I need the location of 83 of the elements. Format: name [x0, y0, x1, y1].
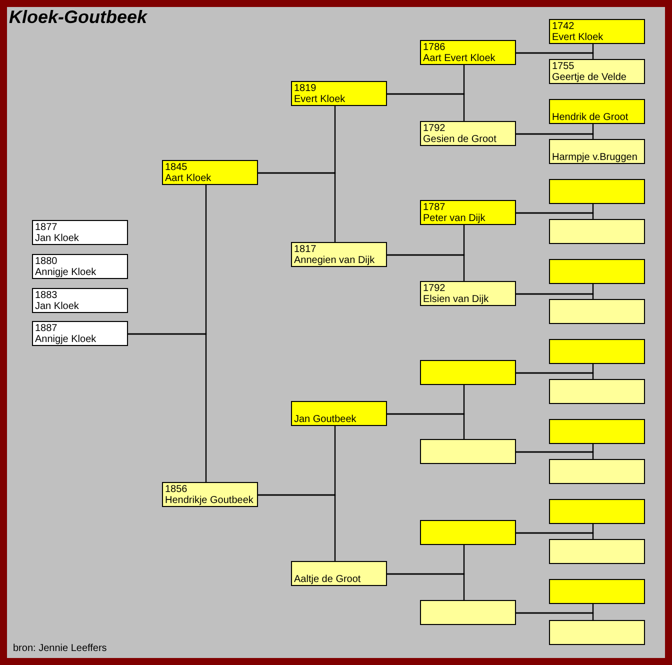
person-box — [549, 19, 645, 44]
person-name: Geertje de Velde — [552, 72, 628, 83]
empty-person-box — [549, 299, 645, 324]
connector-line — [387, 93, 465, 121]
person-box — [549, 99, 645, 124]
person-name: Jan Goutbeek — [294, 414, 358, 425]
person-box — [549, 59, 645, 84]
connector-line — [516, 532, 594, 539]
connector-line — [516, 212, 594, 219]
birth-year: 1817 — [294, 244, 318, 255]
person-name: Hendrikje Goutbeek — [165, 495, 254, 506]
connector-line — [128, 333, 207, 482]
person-box — [420, 200, 516, 225]
empty-person-box — [420, 439, 516, 464]
connector-line — [387, 254, 465, 281]
person-box — [32, 321, 128, 346]
person-name: Annegien van Dijk — [294, 255, 376, 266]
empty-person-box — [549, 339, 645, 364]
empty-person-box — [549, 179, 645, 204]
birth-year: 1877 — [35, 222, 58, 233]
connector-line — [516, 293, 594, 299]
person-name: Annigje Kloek — [35, 334, 98, 345]
person-box — [291, 401, 387, 426]
person-name: Jan Kloek — [35, 301, 80, 312]
person-name: Elsien van Dijk — [423, 294, 490, 305]
connector-line — [516, 133, 594, 139]
person-name: Aaltje de Groot — [294, 574, 362, 585]
person-name: Jan Kloek — [35, 233, 80, 244]
person-box — [549, 139, 645, 164]
birth-year: 1786 — [423, 42, 446, 53]
birth-year: 1819 — [294, 83, 318, 94]
empty-person-box — [420, 600, 516, 625]
connector-line — [516, 612, 594, 620]
empty-person-box — [549, 620, 645, 645]
person-box — [420, 40, 516, 65]
person-name: Aart Kloek — [165, 173, 212, 184]
person-name: Annigje Kloek — [35, 267, 98, 278]
connector-line — [258, 172, 336, 242]
empty-person-box — [549, 579, 645, 604]
person-name: Aart Evert Kloek — [423, 53, 496, 64]
empty-person-box — [420, 520, 516, 545]
empty-person-box — [549, 259, 645, 284]
empty-person-box — [549, 539, 645, 564]
person-name: Hendrik de Groot — [552, 112, 630, 123]
person-name: Evert Kloek — [294, 94, 346, 105]
birth-year: 1880 — [35, 256, 58, 267]
person-box — [291, 561, 387, 586]
birth-year: 1883 — [35, 290, 58, 301]
birth-year: 1887 — [35, 323, 58, 334]
empty-person-box — [549, 459, 645, 484]
connector-line — [387, 413, 465, 439]
person-name: Peter van Dijk — [423, 213, 486, 224]
birth-year: 1742 — [552, 21, 576, 32]
connector-line — [258, 494, 336, 561]
chart-title: Kloek-Goutbeek — [9, 7, 148, 28]
person-box — [291, 242, 387, 267]
birth-year: 1755 — [552, 61, 576, 72]
person-box — [32, 288, 128, 313]
birth-year: 1792 — [423, 283, 446, 294]
person-name: Gesien de Groot — [423, 134, 498, 145]
empty-person-box — [549, 419, 645, 444]
person-box — [420, 281, 516, 306]
person-box — [162, 160, 258, 185]
birth-year: 1856 — [165, 484, 188, 495]
source-note: bron: Jennie Leeffers — [13, 643, 107, 654]
person-box — [291, 81, 387, 106]
birth-year: 1787 — [423, 202, 446, 213]
connector-line — [387, 573, 465, 600]
person-name: Harmpje v.Bruggen — [552, 152, 638, 163]
connector-line — [516, 451, 594, 459]
person-box — [32, 254, 128, 279]
empty-person-box — [549, 379, 645, 404]
empty-person-box — [549, 499, 645, 524]
person-name: Evert Kloek — [552, 32, 604, 43]
empty-person-box — [549, 219, 645, 244]
person-box — [32, 220, 128, 245]
connector-line — [516, 372, 594, 379]
person-box — [420, 121, 516, 146]
empty-person-box — [420, 360, 516, 385]
connector-line — [516, 52, 594, 59]
person-box — [162, 482, 258, 507]
birth-year: 1845 — [165, 162, 188, 173]
birth-year: 1792 — [423, 123, 446, 134]
